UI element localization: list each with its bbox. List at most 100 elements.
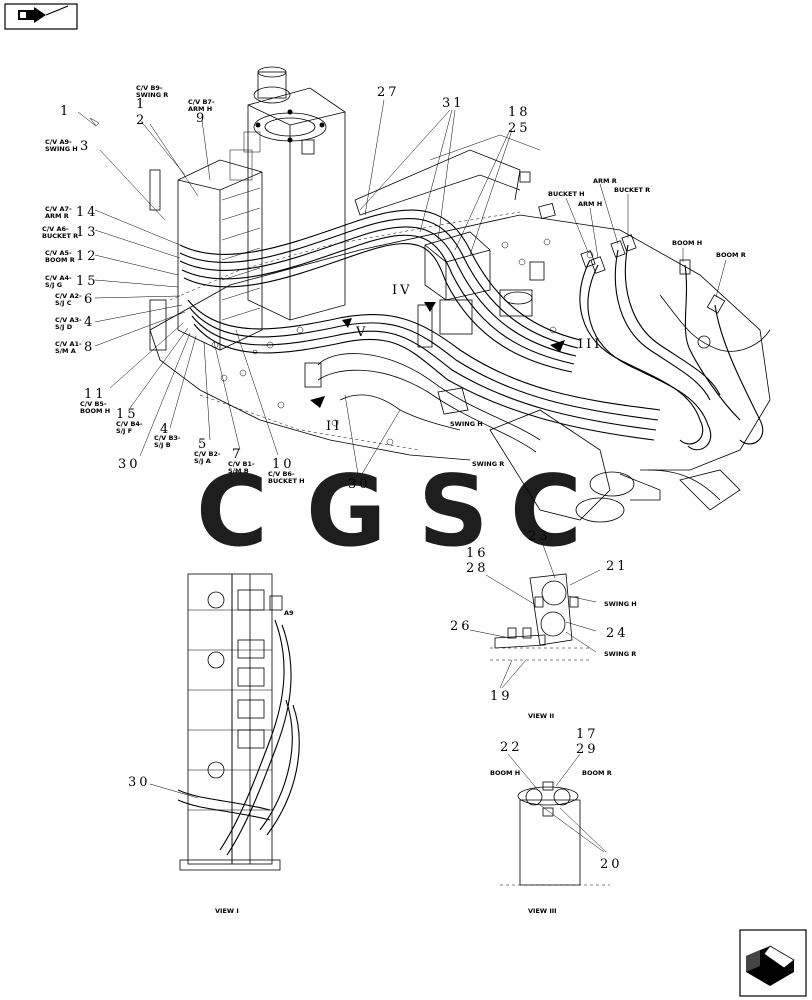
view-ii-labels: SWING H SWING R VIEW II	[528, 600, 637, 720]
callout-19: 19	[490, 689, 513, 704]
hydraulic-tank	[247, 66, 346, 321]
callout-5: 5	[198, 437, 209, 452]
label-boom-h: BOOM H	[672, 239, 702, 247]
label-bucket-r: BUCKET R	[614, 186, 650, 194]
port-b4-line1: C/V B4-	[116, 420, 143, 428]
view-iii-drawing	[500, 781, 610, 886]
callout-29: 29	[576, 742, 599, 757]
view-marker-ii: II	[326, 419, 342, 434]
view-marker-iv: IV	[392, 283, 413, 298]
callout-2: 2	[136, 113, 147, 128]
view-i-drawing	[177, 573, 300, 871]
view-iii-boom-h: BOOM H	[490, 769, 520, 777]
watermark-letter-4: C	[510, 455, 582, 569]
callout-3: 3	[80, 139, 91, 154]
port-a4-line1: C/V A4-	[45, 274, 72, 282]
callout-9: 9	[196, 111, 207, 126]
watermark-letter-1: C	[196, 455, 268, 569]
page-back-button[interactable]	[4, 3, 78, 30]
label-boom-r: BOOM R	[716, 251, 746, 259]
callout-4-top: 4	[84, 315, 95, 330]
view-i-title: VIEW I	[215, 907, 239, 915]
port-b9-line2: SWING R	[136, 91, 168, 99]
callout-14: 14	[76, 205, 99, 220]
view-marker-iii: III	[578, 337, 602, 352]
port-b2-line2: S/J A	[194, 457, 211, 465]
port-a1-line1: C/V A1-	[55, 340, 82, 348]
callout-25: 25	[508, 121, 531, 136]
callout-16: 16	[466, 546, 489, 561]
callout-4: 4	[160, 422, 171, 437]
port-b3-line2: S/J B	[154, 441, 171, 449]
port-b5-line2: BOOM H	[80, 407, 110, 415]
callout-30-mid: 30	[348, 477, 371, 492]
callout-30-left: 30	[118, 457, 141, 472]
port-a9-line1: C/V A9-	[45, 138, 72, 146]
callout-20: 20	[600, 857, 623, 872]
callout-31: 31	[442, 96, 465, 111]
port-b3-line1: C/V B3-	[154, 434, 181, 442]
callout-numbers: 1 1 2 9 3 14 13 12 15 6 4 8 11 15 4 30 5…	[60, 85, 629, 872]
label-swing-r-mid: SWING R	[472, 460, 504, 468]
callout-15-top: 15	[76, 274, 99, 289]
port-b5-line1: C/V B5-	[80, 400, 107, 408]
port-a1-line2: S/M A	[55, 347, 76, 355]
port-a2-line1: C/V A2-	[55, 292, 82, 300]
callout-12: 12	[76, 249, 99, 264]
callout-24: 24	[606, 626, 629, 641]
callout-15: 15	[116, 407, 139, 422]
port-b1-line1: C/V B1-	[228, 460, 255, 468]
port-a4-line2: S/J G	[45, 281, 62, 289]
leader-lines	[77, 99, 727, 853]
label-a9: A9	[284, 609, 294, 617]
label-bucket-h: BUCKET H	[548, 190, 585, 198]
port-a5-line1: C/V A5-	[45, 249, 72, 257]
page-next-button[interactable]	[739, 929, 807, 997]
line-labels: BUCKET H ARM H ARM R BUCKET R BOOM H BOO…	[284, 177, 746, 617]
callout-17: 17	[576, 727, 599, 742]
callout-27: 27	[377, 85, 400, 100]
hose-bundle-lower	[187, 299, 661, 441]
port-b2-line1: C/V B2-	[194, 450, 221, 458]
callout-13: 13	[76, 225, 99, 240]
page-back-arrow-icon	[18, 5, 69, 23]
port-labels: C/V B9- SWING R C/V B7- ARM H C/V A9- SW…	[42, 84, 305, 485]
port-a9-line2: SWING H	[45, 145, 78, 153]
label-arm-r: ARM R	[593, 177, 617, 185]
port-b7-line1: C/V B7-	[188, 98, 215, 106]
port-b6-line1: C/V B6-	[268, 470, 295, 478]
callout-11: 11	[84, 387, 107, 402]
view-iii-title: VIEW III	[528, 907, 557, 915]
hose-bundle-upper	[179, 209, 581, 373]
port-a6-line2: BUCKET R	[42, 232, 78, 240]
callout-6: 6	[84, 292, 95, 307]
callout-28: 28	[466, 561, 489, 576]
callout-7: 7	[232, 447, 243, 462]
callout-18: 18	[508, 105, 531, 120]
page-next-arrow-icon	[746, 945, 795, 986]
port-a5-line2: BOOM R	[45, 256, 75, 264]
swing-section	[304, 304, 721, 523]
pilot-valve-block	[424, 231, 533, 335]
view-ii-swing-h: SWING H	[604, 600, 637, 608]
watermark-letter-3: S	[418, 455, 489, 569]
port-b6-line2: BUCKET H	[268, 477, 305, 485]
right-side-components	[519, 171, 771, 511]
port-a2-line2: S/J C	[55, 299, 72, 307]
label-swing-h-mid: SWING H	[450, 420, 483, 428]
watermark-letter-2: G	[306, 455, 386, 569]
view-iii-labels: BOOM H BOOM R VIEW III	[490, 769, 612, 915]
port-a7-line1: C/V A7-	[45, 205, 72, 213]
view-markers: II III IV V	[310, 283, 602, 434]
callout-22: 22	[500, 740, 523, 755]
callout-23: 23	[528, 529, 551, 544]
port-a6-line1: C/V A6-	[42, 225, 69, 233]
boom-hose-runs	[579, 234, 764, 451]
view-ii-drawing	[490, 573, 590, 661]
view-ii-swing-r: SWING R	[604, 650, 636, 658]
watermark: C G S C	[196, 455, 582, 569]
callout-10: 10	[272, 457, 295, 472]
view-i-labels: VIEW I	[215, 907, 239, 915]
port-a3-line1: C/V A3-	[55, 316, 82, 324]
